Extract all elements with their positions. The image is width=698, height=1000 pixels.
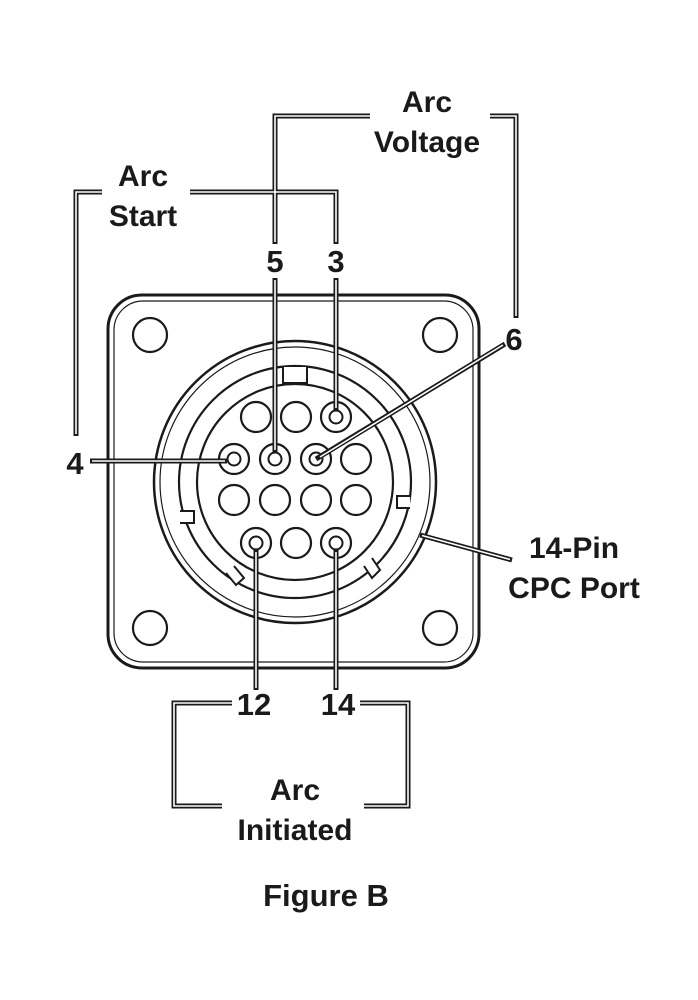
pin-contact-3	[328, 409, 344, 425]
port-label-line-2: CPC Port	[508, 572, 640, 605]
pin-label-6: 6	[505, 322, 522, 357]
arc-voltage-line-1: Arc	[402, 86, 452, 119]
bracket-arc-start-left	[73, 189, 102, 436]
pin-socket	[299, 483, 333, 517]
keyway-left	[180, 510, 195, 524]
pin-socket	[239, 400, 273, 434]
bracket-arc-voltage-left	[272, 113, 370, 244]
pin-contact-12	[248, 535, 264, 551]
group-label-arc-voltage: Arc Voltage	[374, 86, 480, 159]
pin-socket	[258, 483, 292, 517]
group-label-arc-initiated: Arc Initiated	[237, 774, 352, 847]
pin-socket	[279, 400, 313, 434]
port-label: 14-Pin CPC Port	[508, 532, 640, 605]
pin-contacts	[226, 409, 344, 551]
arc-start-line-2: Start	[109, 200, 177, 233]
arc-voltage-line-2: Voltage	[374, 126, 480, 159]
pin-contact-5	[267, 451, 283, 467]
keyway-top	[282, 367, 308, 384]
keyway-right	[396, 495, 410, 509]
pin-socket	[339, 483, 373, 517]
pin-socket	[339, 442, 373, 476]
bracket-arc-initiated-right	[360, 700, 411, 809]
pin-label-4: 4	[66, 446, 84, 481]
receptacle-keyways	[180, 367, 410, 587]
pin-contact-6	[308, 451, 324, 467]
bracket-arc-initiated-left	[171, 700, 232, 809]
mounting-holes	[131, 316, 459, 647]
mounting-hole-top-left	[131, 316, 169, 354]
arc-initiated-line-2: Initiated	[237, 814, 352, 847]
port-label-line-1: 14-Pin	[529, 532, 619, 565]
pin-labels: 5 3 6 4 12 14	[66, 244, 522, 722]
pin-socket	[217, 483, 251, 517]
mounting-hole-top-right	[421, 316, 459, 354]
pin-label-14: 14	[321, 687, 356, 722]
arc-start-line-1: Arc	[118, 160, 168, 193]
bracket-arc-start-right	[190, 189, 339, 244]
arc-initiated-line-1: Arc	[270, 774, 320, 807]
pin-socket-6	[299, 442, 333, 476]
mounting-hole-bottom-right	[421, 609, 459, 647]
pin-label-5: 5	[266, 244, 283, 279]
pin-contact-4	[226, 451, 242, 467]
pin-sockets	[217, 400, 373, 560]
group-label-arc-start: Arc Start	[109, 160, 177, 233]
pin-contact-14	[328, 535, 344, 551]
leader-lines	[90, 278, 513, 690]
mounting-hole-bottom-left	[131, 609, 169, 647]
pin-label-12: 12	[237, 687, 271, 722]
pin-socket	[279, 526, 313, 560]
keyway-bottom-right	[363, 557, 382, 580]
pin-label-3: 3	[327, 244, 344, 279]
connector-flange	[106, 293, 481, 670]
bracket-arc-voltage-right	[490, 113, 519, 318]
figure-caption: Figure B	[263, 878, 389, 913]
group-brackets	[73, 113, 519, 809]
keyway-bottom-left	[225, 565, 246, 587]
